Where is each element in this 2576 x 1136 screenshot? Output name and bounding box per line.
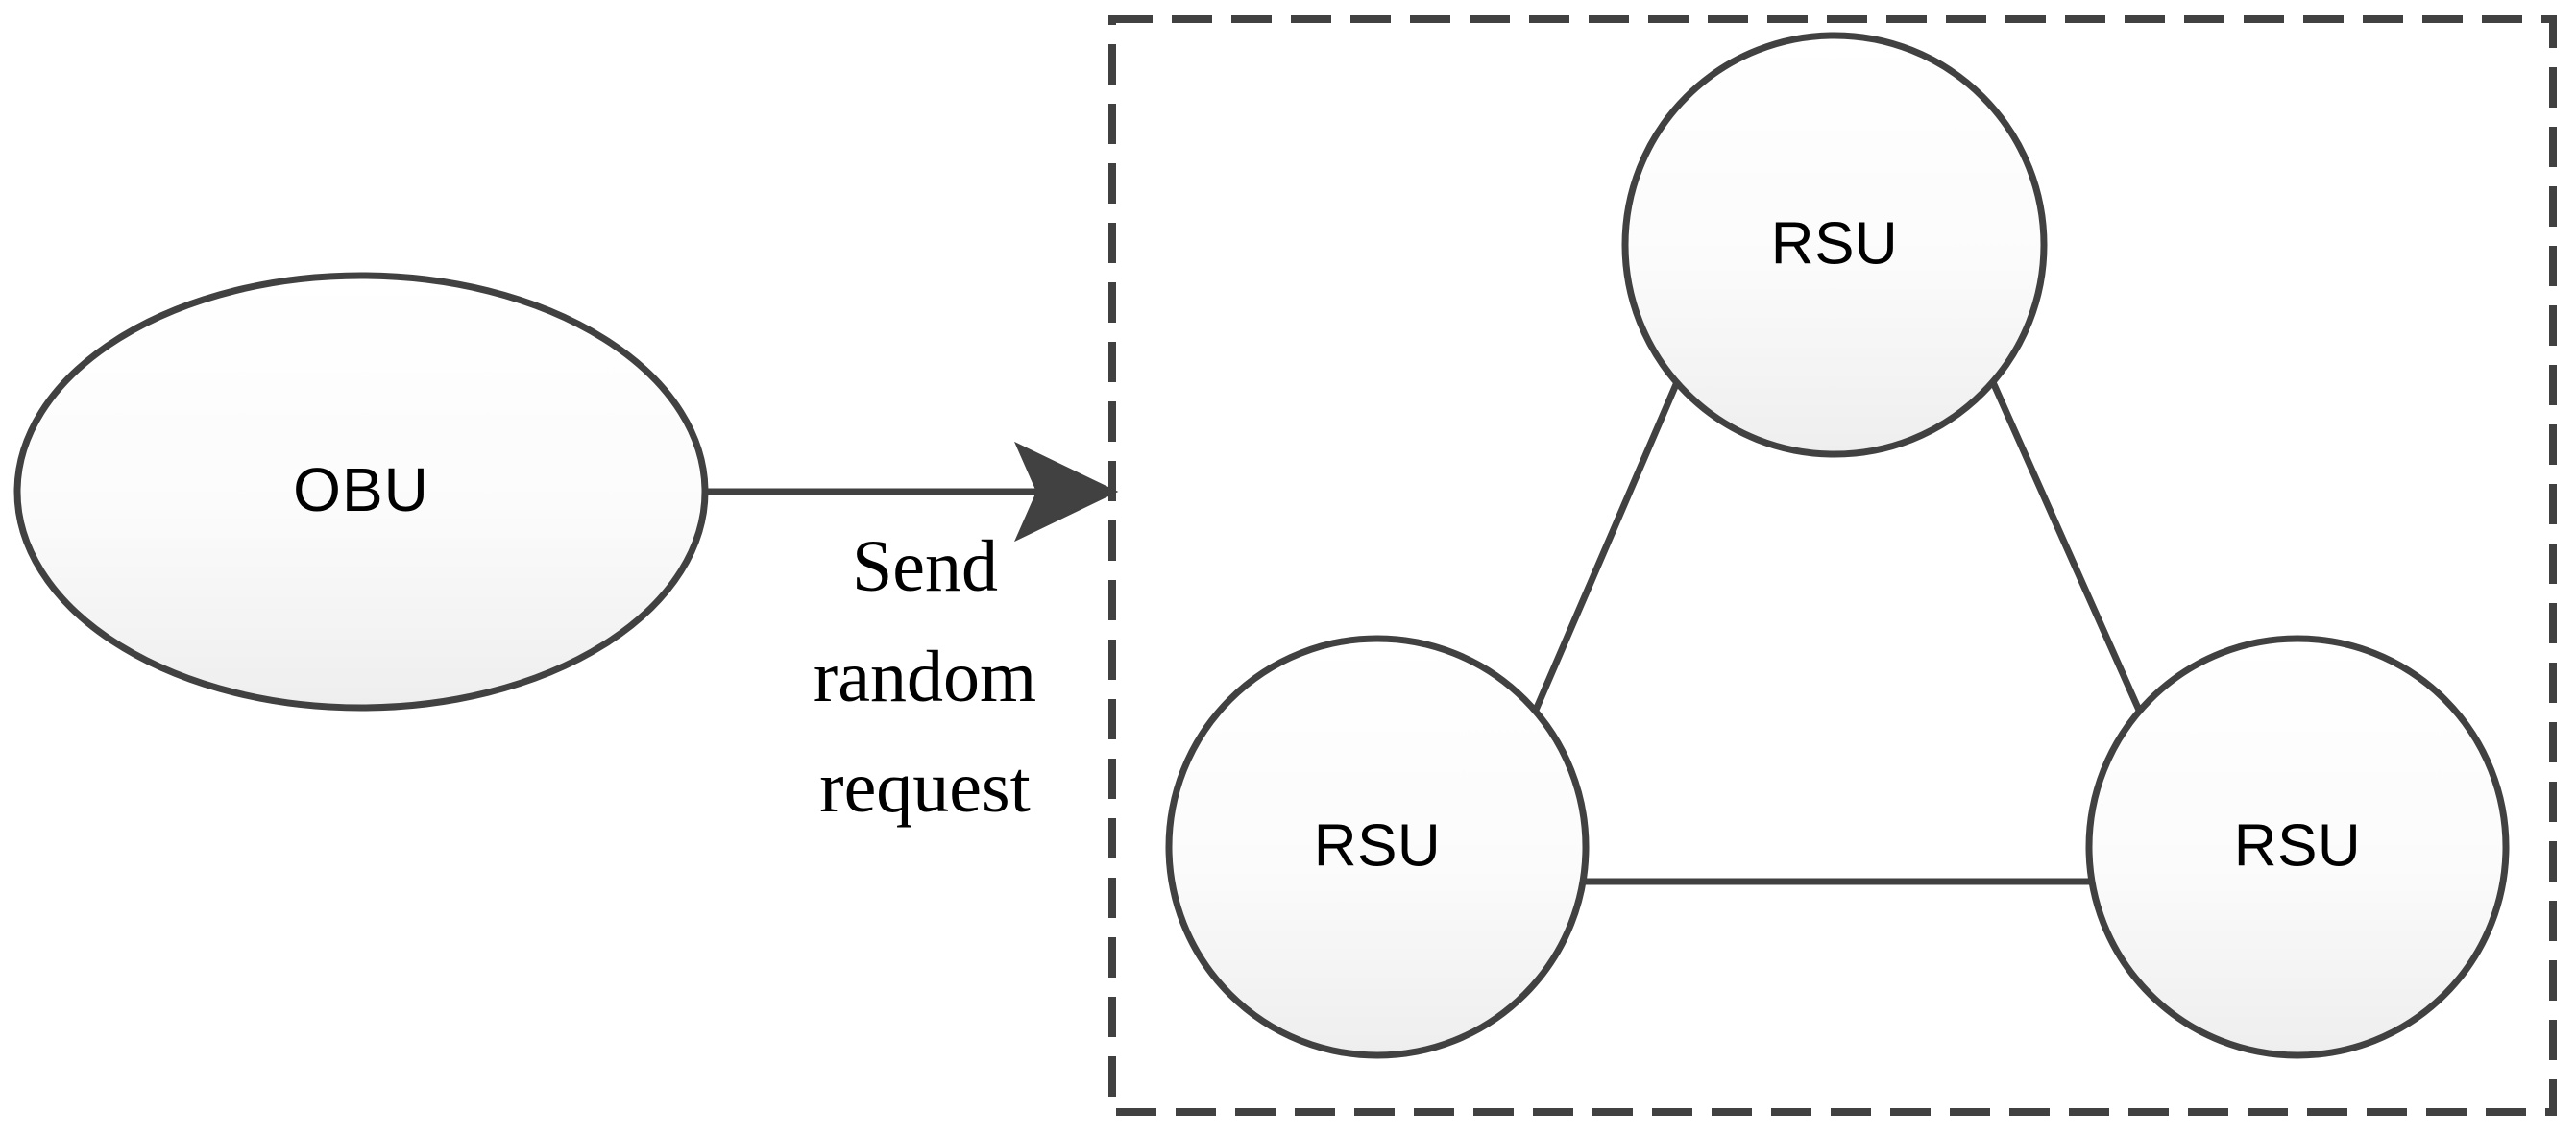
rsu-bottom-left-circle-shape: [1165, 635, 1590, 1059]
edge-obu-to-rsu-network: [703, 441, 1119, 543]
rsu-bottom-right-label: RSU: [2234, 812, 2361, 879]
node-rsu-bottom-right[interactable]: RSU: [2085, 635, 2510, 1059]
rsu-bottom-left-label: RSU: [1314, 812, 1441, 879]
node-rsu-bottom-left[interactable]: RSU: [1165, 635, 1590, 1059]
arrowhead-icon: [1013, 441, 1119, 543]
rsu-top-label: RSU: [1771, 210, 1898, 277]
rsu-top-circle-shape: [1621, 32, 2048, 458]
edge-label-line-3: request: [819, 747, 1030, 828]
obu-label: OBU: [293, 455, 429, 524]
edge-label-send-random-request: Send random request: [814, 526, 1036, 828]
node-obu[interactable]: OBU: [13, 272, 709, 712]
node-rsu-top[interactable]: RSU: [1621, 32, 2048, 458]
obu-ellipse-shape: [13, 272, 709, 712]
edge-label-line-1: Send: [852, 526, 998, 607]
edge-rsu-top-to-bottom-right: [1989, 378, 2145, 718]
rsu-bottom-right-circle-shape: [2085, 635, 2510, 1059]
rsu-network-boundary: [1108, 15, 2557, 1116]
edge-label-line-2: random: [814, 637, 1036, 717]
edge-rsu-top-to-bottom-left: [1530, 378, 1681, 718]
